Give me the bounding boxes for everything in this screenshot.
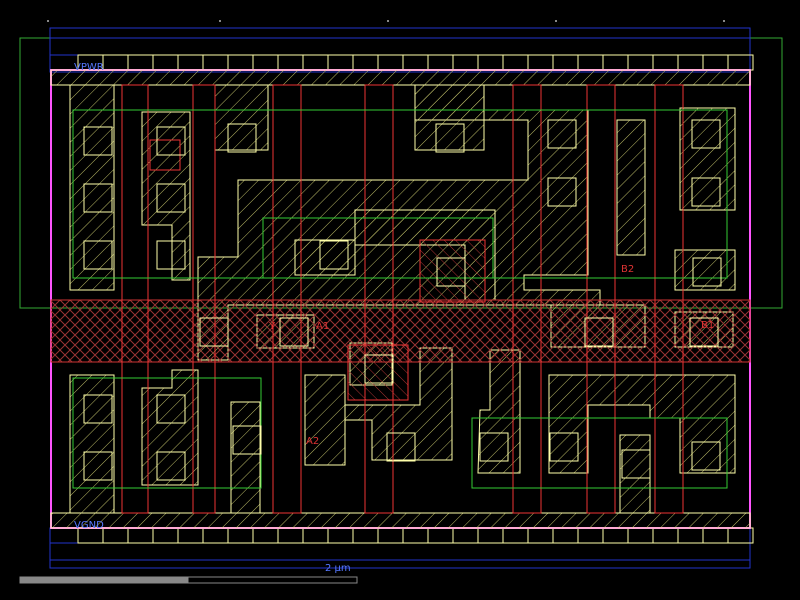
contact <box>83 394 113 424</box>
label-a2: A2 <box>306 436 319 447</box>
contact <box>227 123 257 153</box>
contact <box>584 317 614 347</box>
pin-labels: VPWR VGND B2 B1 A1 A2 Y <box>74 62 714 531</box>
contact <box>436 257 466 287</box>
contact <box>435 123 465 153</box>
contact <box>364 354 394 384</box>
contact <box>156 451 186 481</box>
contact <box>386 432 416 462</box>
label-b1: B1 <box>701 320 714 331</box>
contact <box>691 177 721 207</box>
contact <box>691 441 721 471</box>
label-y: Y <box>268 321 276 332</box>
contact <box>232 425 262 455</box>
scale-bar: 2 µm <box>19 563 358 584</box>
contact <box>692 257 722 287</box>
contact <box>549 432 579 462</box>
contact <box>83 451 113 481</box>
contact <box>621 449 651 479</box>
contact <box>83 126 113 156</box>
grid-ticks <box>47 20 725 22</box>
scale-bar-label: 2 µm <box>325 563 351 574</box>
label-vgnd: VGND <box>74 520 104 531</box>
contact <box>479 432 509 462</box>
contact <box>83 183 113 213</box>
contact <box>156 240 186 270</box>
contact-layer <box>83 119 722 481</box>
label-b2: B2 <box>621 264 634 275</box>
contact <box>547 119 577 149</box>
label-vpwr: VPWR <box>74 62 104 73</box>
poly-layer <box>121 84 684 514</box>
contact <box>689 317 719 347</box>
scale-bar-fill <box>20 577 189 583</box>
label-a1: A1 <box>316 321 329 332</box>
diffusion-layer <box>72 109 728 489</box>
contact <box>156 183 186 213</box>
contact <box>547 177 577 207</box>
contact <box>156 126 186 156</box>
contact <box>279 317 309 347</box>
contact <box>83 240 113 270</box>
contact <box>691 119 721 149</box>
contact <box>156 394 186 424</box>
contact <box>199 317 229 347</box>
contact <box>319 240 349 270</box>
